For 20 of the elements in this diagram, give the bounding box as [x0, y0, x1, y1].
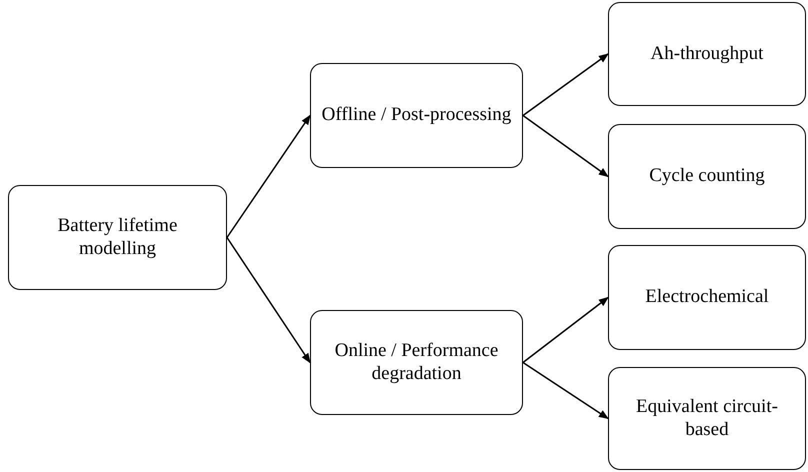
arrow — [226, 237, 311, 364]
arrow — [522, 296, 609, 364]
box-label: Offline / Post-processing — [322, 104, 512, 127]
box-label: Online / Performance degradation — [334, 340, 500, 386]
arrow — [226, 114, 311, 238]
box-label: Cycle counting — [649, 165, 765, 188]
process-box — [608, 2, 806, 106]
process-box — [310, 63, 523, 168]
process-box — [310, 310, 523, 415]
process-box — [608, 124, 806, 229]
process-box — [608, 367, 806, 470]
box-label: Ah-throughput — [650, 42, 764, 66]
arrow — [522, 53, 609, 116]
process-box — [608, 245, 806, 350]
box-label: Electrochemical — [645, 286, 769, 309]
arrow — [522, 114, 609, 178]
arrow — [522, 362, 609, 420]
box-label: Equivalent circuit-based — [635, 396, 779, 442]
box-label: Battery lifetime modelling — [56, 214, 178, 260]
process-box — [8, 185, 227, 290]
